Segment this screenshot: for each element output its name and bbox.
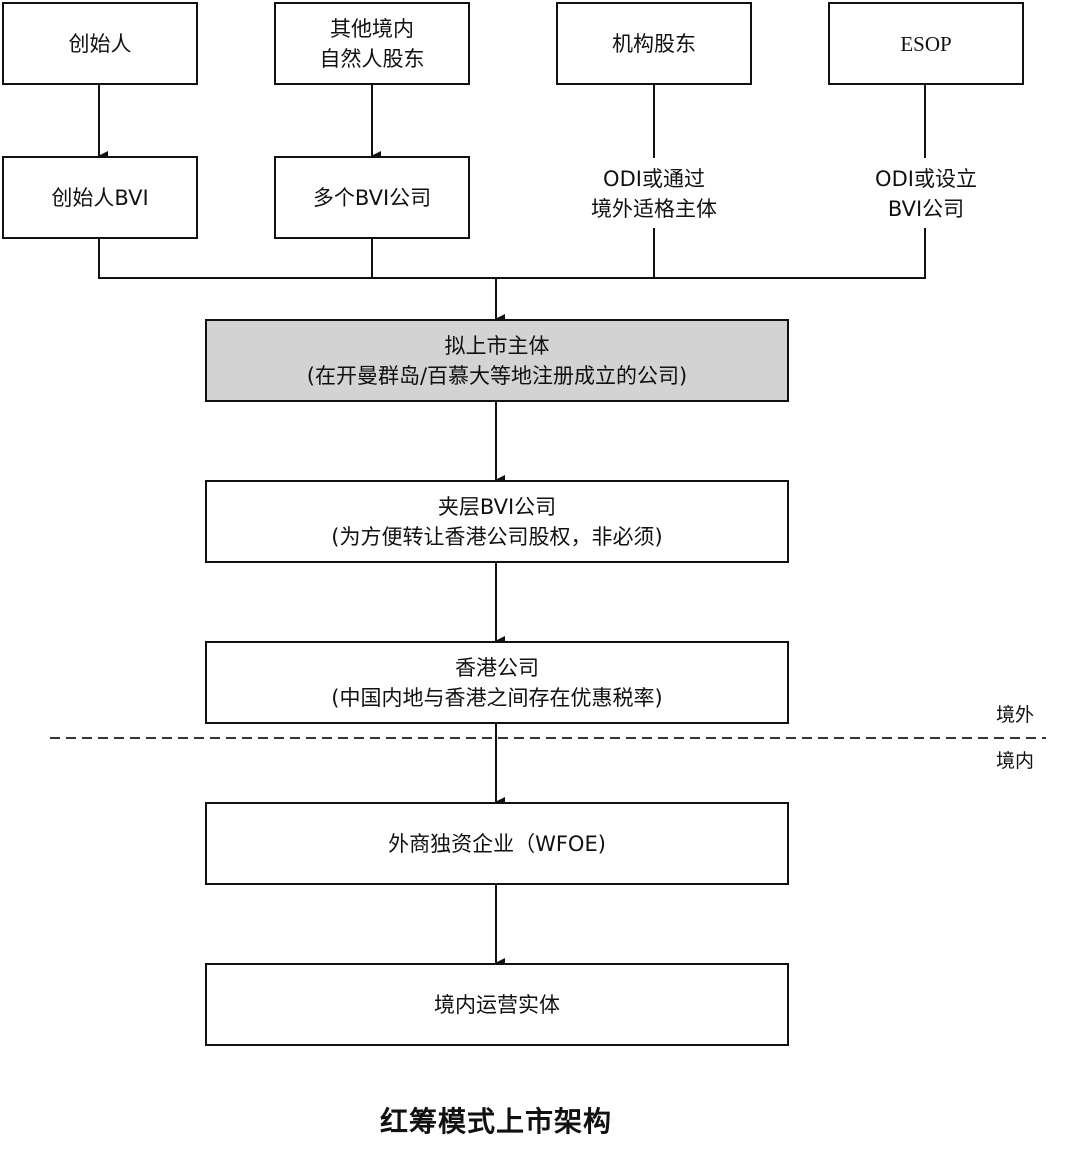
node-label: ODI或设立 xyxy=(875,167,977,191)
node-odi-qualified-entity: ODI或通过 境外适格主体 xyxy=(556,160,752,228)
node-institutional-shareholders: 机构股东 xyxy=(556,2,752,85)
node-hong-kong-company: 香港公司 (中国内地与香港之间存在优惠税率) xyxy=(205,641,789,724)
offshore-label: 境外 xyxy=(996,704,1035,726)
node-label: 境内运营实体 xyxy=(434,992,560,1017)
diagram-title: 红筹模式上市架构 xyxy=(379,1105,612,1138)
node-intermediate-bvi: 夹层BVI公司 (为方便转让香港公司股权，非必须) xyxy=(205,480,789,563)
node-sublabel: (为方便转让香港公司股权，非必须) xyxy=(331,524,663,549)
node-domestic-operating-entity: 境内运营实体 xyxy=(205,963,789,1046)
node-multiple-bvi: 多个BVI公司 xyxy=(274,156,470,239)
node-other-domestic-shareholders: 其他境内 自然人股东 xyxy=(274,2,470,85)
node-label: ESOP xyxy=(900,31,952,56)
node-label: 自然人股东 xyxy=(319,46,425,71)
node-founder: 创始人 xyxy=(2,2,198,85)
node-label: 拟上市主体 xyxy=(444,333,550,358)
node-label: 创始人 xyxy=(68,31,132,56)
node-label: 香港公司 xyxy=(455,655,539,680)
node-label: 夹层BVI公司 xyxy=(437,494,557,519)
node-esop: ESOP xyxy=(828,2,1024,85)
node-sublabel: (中国内地与香港之间存在优惠税率) xyxy=(331,685,663,710)
node-label: BVI公司 xyxy=(887,197,965,221)
node-label: 机构股东 xyxy=(612,31,696,56)
node-label: 其他境内 xyxy=(330,16,414,41)
node-founder-bvi: 创始人BVI xyxy=(2,156,198,239)
node-label: ODI或通过 xyxy=(603,167,705,191)
node-sublabel: (在开曼群岛/百慕大等地注册成立的公司) xyxy=(306,363,688,388)
node-label: 境外适格主体 xyxy=(591,197,717,221)
node-listing-entity: 拟上市主体 (在开曼群岛/百慕大等地注册成立的公司) xyxy=(205,319,789,402)
node-wfoe: 外商独资企业（WFOE) xyxy=(205,802,789,885)
node-label: 创始人BVI xyxy=(51,185,149,210)
onshore-label: 境内 xyxy=(996,750,1035,772)
node-label: 外商独资企业（WFOE) xyxy=(388,831,606,856)
node-odi-esop-bvi: ODI或设立 BVI公司 xyxy=(828,160,1024,228)
node-label: 多个BVI公司 xyxy=(312,185,432,210)
